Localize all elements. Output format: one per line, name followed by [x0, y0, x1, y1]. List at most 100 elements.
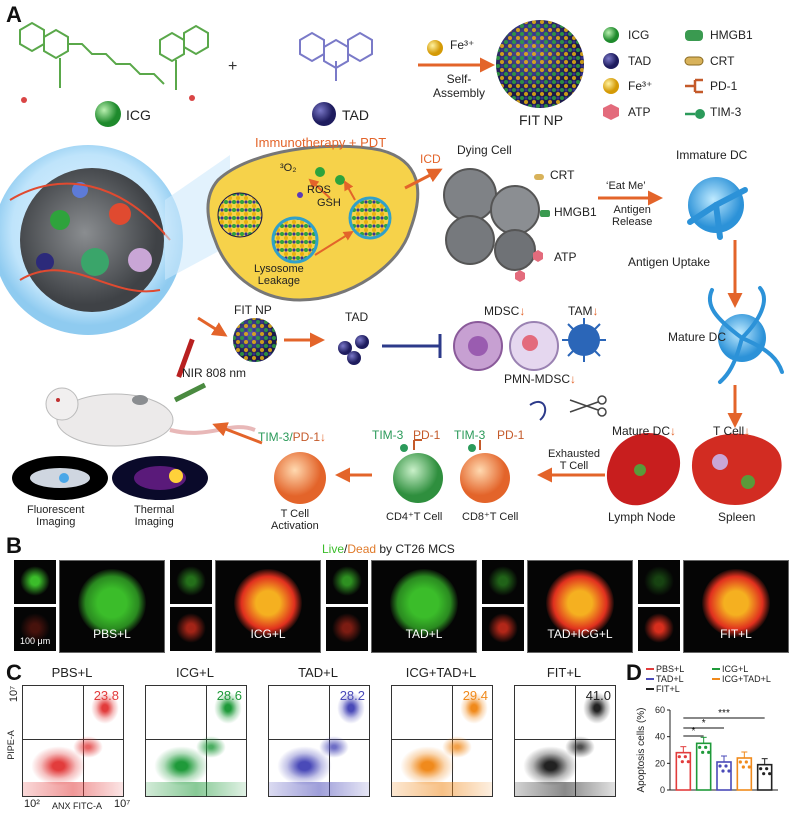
- data-point: [768, 772, 772, 776]
- data-point: [677, 755, 681, 759]
- mdsc-label: MDSC↓: [484, 304, 526, 318]
- legend-label: PBS+L: [656, 664, 684, 674]
- tad-small-label: TAD: [345, 310, 369, 324]
- data-point: [721, 769, 725, 773]
- merged-spheroid-image: ICG+L: [215, 560, 321, 653]
- merged-spheroid-image: TAD+ICG+L: [527, 560, 633, 653]
- tad-label: TAD: [342, 107, 369, 123]
- tim3-cd4-label: TIM-3: [372, 428, 404, 442]
- immature-dc-label: Immature DC: [676, 148, 748, 162]
- panel-d-letter: D: [626, 660, 642, 685]
- thermal-imaging-label: Thermal Imaging: [134, 504, 175, 528]
- dead-thumbnail: [482, 607, 524, 651]
- data-point: [744, 760, 748, 764]
- flow-cytometry-plot: 28.2: [268, 685, 370, 797]
- mature-dc-2-label: Mature DC↓: [612, 424, 677, 438]
- pd1-cd4-label: PD-1: [413, 428, 441, 442]
- mature-dc-down-arrow: ↓: [670, 424, 677, 438]
- data-point: [701, 750, 705, 754]
- apoptosis-bar: [756, 763, 773, 791]
- legend-icg: ICG: [628, 28, 650, 42]
- data-point: [698, 745, 702, 749]
- fe-label: Fe³⁺: [450, 38, 475, 52]
- group-label: PBS+L: [93, 627, 131, 641]
- t-cell-activation-label: T Cell Activation: [271, 508, 319, 532]
- dying-cell-label: Dying Cell: [457, 143, 512, 157]
- icg-molecule-icon: [19, 21, 209, 90]
- flow-plot-title: PBS+L: [51, 665, 93, 680]
- percentage-value: 29.4: [462, 688, 488, 703]
- panel-c-letter: C: [6, 660, 22, 685]
- plus-sign: +: [228, 58, 238, 75]
- t-cell-label: T Cell↓: [713, 424, 751, 438]
- flow-plot-title: ICG+L: [176, 665, 214, 680]
- icd-label: ICD: [420, 152, 441, 166]
- group-label: FIT+L: [720, 627, 752, 641]
- data-point: [765, 767, 769, 771]
- legend-label: ICG+L: [722, 664, 748, 674]
- panel-b-letter: B: [6, 533, 22, 558]
- tim3-pd1-down-label: TIM-3/PD-1↓: [258, 430, 327, 444]
- atp-label: ATP: [554, 250, 577, 264]
- lysosome-label: Lysosome Leakage: [254, 263, 304, 287]
- t-cell-down-arrow: ↓: [744, 424, 751, 438]
- data-point: [759, 767, 763, 771]
- merged-spheroid-image: FIT+L: [683, 560, 789, 653]
- legend-pd1: PD-1: [710, 79, 738, 93]
- percentage-value: 23.8: [93, 688, 119, 703]
- antigen-release-label: Antigen Release: [612, 204, 653, 228]
- legend-tad: TAD: [628, 54, 652, 68]
- group-label: ICG+L: [250, 627, 286, 641]
- legend-tim3: TIM-3: [710, 105, 742, 119]
- live-thumbnail: [482, 560, 524, 604]
- data-point: [683, 755, 687, 759]
- merged-spheroid-image: PBS+L: [59, 560, 165, 653]
- significance-label: *: [692, 726, 696, 737]
- y-tick-label: 0: [660, 785, 665, 795]
- tim3-cd8-label: TIM-3: [454, 428, 486, 442]
- data-point: [762, 772, 766, 776]
- percentage-value: 28.2: [339, 688, 365, 703]
- dead-thumbnail: [14, 607, 56, 651]
- pmn-down-arrow: ↓: [570, 372, 576, 386]
- merged-spheroid-image: TAD+L: [371, 560, 477, 653]
- gsh-label: GSH: [317, 197, 341, 209]
- self-assembly-label: Self- Assembly: [433, 72, 486, 100]
- flow-cytometry-plot: 41.0: [514, 685, 616, 797]
- data-point: [704, 745, 708, 749]
- antigen-uptake-label: Antigen Uptake: [628, 255, 711, 269]
- x-axis-label: ANX FITC-A: [52, 801, 103, 811]
- mature-dc-label: Mature DC: [668, 330, 727, 344]
- dead-thumbnail: [638, 607, 680, 651]
- legend-crt: CRT: [710, 54, 735, 68]
- live-thumbnail: [638, 560, 680, 604]
- flow-plot-title: FIT+L: [546, 665, 582, 680]
- y-axis-title: Apoptosis cells (%): [636, 707, 647, 792]
- data-point: [738, 760, 742, 764]
- tad-molecule-icon: [299, 31, 373, 81]
- percentage-value: 41.0: [585, 688, 611, 703]
- mdsc-down-arrow: ↓: [519, 304, 526, 318]
- y-tick-label: 40: [655, 732, 665, 742]
- tam-down-arrow: ↓: [592, 304, 599, 318]
- hmgb1-label: HMGB1: [554, 205, 597, 219]
- exhausted-t-cell-label: Exhausted T Cell: [548, 448, 600, 472]
- panel-a-letter: A: [6, 2, 22, 27]
- data-point: [727, 769, 731, 773]
- flow-cytometry-plot: 29.4: [391, 685, 493, 797]
- x-tick-right: 10⁷: [114, 798, 131, 810]
- panel-a-artwork: [0, 20, 784, 506]
- legend-label: TAD+L: [656, 674, 684, 684]
- data-point: [724, 764, 728, 768]
- pmn-mdsc-label: PMN-MDSC↓: [504, 372, 576, 386]
- flow-plot-title: TAD+L: [298, 665, 338, 680]
- cd4-label: CD4⁺T Cell: [386, 511, 443, 523]
- y-axis-label: PIPE-A: [5, 730, 16, 760]
- crt-label: CRT: [550, 168, 575, 182]
- significance-label: ***: [718, 708, 730, 719]
- legend-atp: ATP: [628, 105, 651, 119]
- data-point: [718, 764, 722, 768]
- ros-label: ROS: [307, 184, 331, 196]
- scissors-icon: [569, 395, 607, 417]
- fit-np-label: FIT NP: [519, 112, 564, 128]
